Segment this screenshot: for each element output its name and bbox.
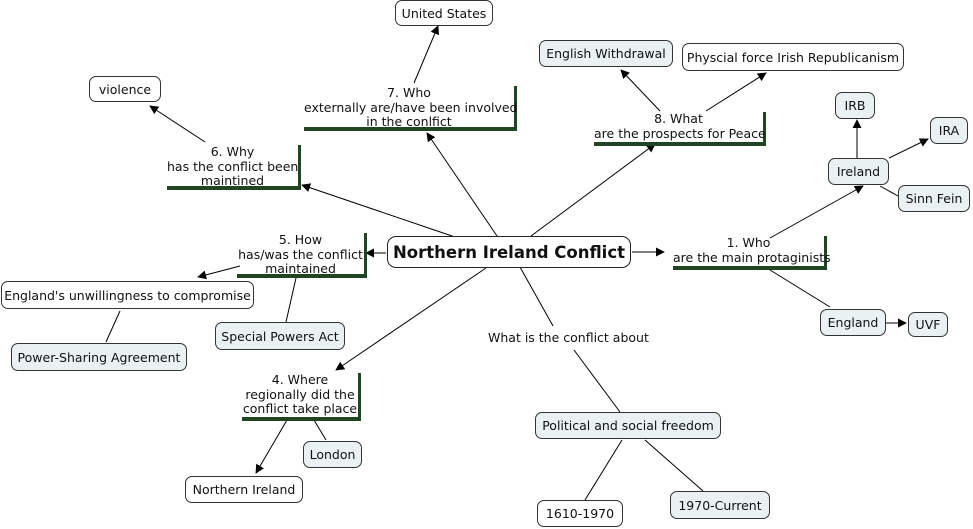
node-physical-force-republicanism[interactable]: Physcial force Irish Republicanism <box>682 43 904 71</box>
question-4-label[interactable]: 4. Where regionally did the conflict tak… <box>242 372 361 421</box>
question-8-line-2: are the prospects for Peace <box>594 125 766 141</box>
node-power-sharing-agreement[interactable]: Power-Sharing Agreement <box>11 343 187 371</box>
node-ireland[interactable]: Ireland <box>828 158 889 185</box>
question-7-line-3: in the conlfict <box>366 114 452 129</box>
question-6-line-1: 6. Why <box>210 144 255 159</box>
question-8-line-1: 8. What <box>654 111 703 126</box>
question-4-line-3: conflict take place <box>242 401 358 416</box>
question-6-label[interactable]: 6. Why has the conflict been maintined <box>167 144 301 190</box>
node-london[interactable]: London <box>303 441 362 468</box>
node-united-states[interactable]: United States <box>395 0 493 26</box>
question-1-line-2: are the main protaginists <box>673 249 831 265</box>
question-4-line-2: regionally did the <box>245 386 355 402</box>
node-sinn-fein[interactable]: Sinn Fein <box>898 185 970 212</box>
question-5-line-2: has/was the conflict <box>238 246 363 262</box>
node-1610-1970[interactable]: 1610-1970 <box>537 500 623 527</box>
conflict-about-label[interactable]: What is the conflict about <box>488 330 649 345</box>
question-5-label[interactable]: 5. How has/was the conflict maintained <box>237 232 367 278</box>
node-englands-unwillingness[interactable]: England's unwillingness to compromise <box>1 281 254 309</box>
question-5-line-3: maintained <box>265 261 336 276</box>
node-english-withdrawal[interactable]: English Withdrawal <box>539 40 673 67</box>
question-5-line-1: 5. How <box>278 232 323 247</box>
node-irb[interactable]: IRB <box>835 92 875 119</box>
node-ira[interactable]: IRA <box>930 117 968 144</box>
node-special-powers-act[interactable]: Special Powers Act <box>215 322 345 350</box>
question-7-label[interactable]: 7. Who externally are/have been involved… <box>304 85 518 131</box>
question-1-line-1: 1. Who <box>726 235 771 250</box>
node-northern-ireland[interactable]: Northern Ireland <box>185 476 303 503</box>
question-1-label[interactable]: 1. Who are the main protaginists <box>673 235 831 270</box>
node-1970-current[interactable]: 1970-Current <box>670 491 770 519</box>
question-8-label[interactable]: 8. What are the prospects for Peace <box>594 111 766 146</box>
node-violence[interactable]: violence <box>89 76 161 102</box>
question-6-line-3: maintined <box>200 173 265 188</box>
question-7-line-2: externally are/have been involved <box>304 99 518 115</box>
question-4-line-1: 4. Where <box>271 372 329 387</box>
central-topic-node[interactable]: Northern Ireland Conflict <box>387 236 631 268</box>
question-7-line-1: 7. Who <box>387 85 431 100</box>
question-6-line-2: has the conflict been <box>167 158 299 174</box>
node-political-social-freedom[interactable]: Political and social freedom <box>535 412 721 439</box>
node-uvf[interactable]: UVF <box>908 312 948 337</box>
node-england[interactable]: England <box>820 309 886 336</box>
